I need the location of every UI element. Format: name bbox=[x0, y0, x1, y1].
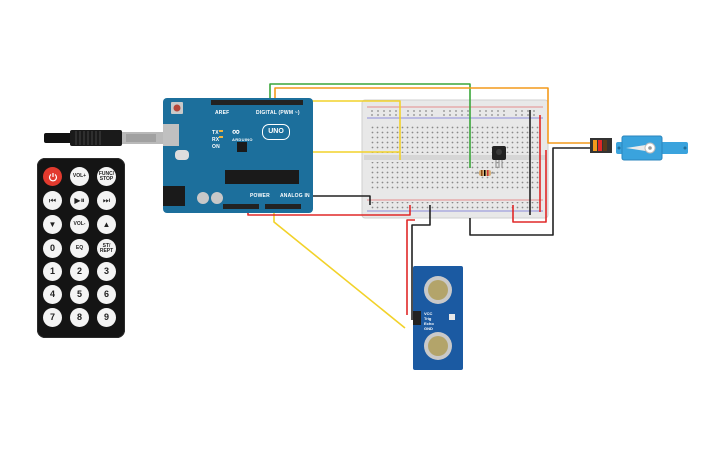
remote-2-button[interactable]: 2 bbox=[70, 262, 89, 281]
sensor-pin-echo: Echo bbox=[424, 321, 434, 326]
remote-0-button[interactable]: 0 bbox=[43, 239, 62, 258]
remote-play-pause-button[interactable]: ▶⏸ bbox=[70, 191, 89, 210]
wire-yellow-top bbox=[290, 100, 401, 160]
remote-eq-button[interactable]: EQ bbox=[70, 239, 89, 258]
sensor-pin-trig: Trig bbox=[424, 316, 432, 321]
wire-red-sensor bbox=[406, 219, 415, 315]
arduino-brand-label: ARDUINO bbox=[232, 137, 253, 142]
remote-1-button[interactable]: 1 bbox=[43, 262, 62, 281]
remote-5-button[interactable]: 5 bbox=[70, 285, 89, 304]
arduino-analog-label: ANALOG IN bbox=[280, 193, 310, 199]
arduino-aref-label: AREF bbox=[215, 110, 230, 116]
arduino-digital-label: DIGITAL (PWM ~) bbox=[256, 110, 300, 116]
wire-red-servo bbox=[512, 150, 547, 223]
sensor-pin-vcc: VCC bbox=[424, 311, 433, 316]
arduino-on-label: ON bbox=[212, 144, 220, 150]
remote-up-button[interactable]: ▲ bbox=[97, 215, 116, 234]
remote-4-button[interactable]: 4 bbox=[43, 285, 62, 304]
remote-power-button[interactable] bbox=[43, 167, 62, 186]
servo-motor[interactable] bbox=[616, 134, 688, 162]
wire-black-sensor bbox=[411, 205, 431, 320]
remote-3-button[interactable]: 3 bbox=[97, 262, 116, 281]
remote-func-stop-button[interactable]: FUNC/ STOP bbox=[97, 167, 116, 186]
arduino-power-label: POWER bbox=[250, 193, 270, 199]
breadboard-holes bbox=[371, 110, 535, 116]
remote-down-button[interactable]: ▼ bbox=[43, 215, 62, 234]
remote-7-button[interactable]: 7 bbox=[43, 308, 62, 327]
remote-prev-button[interactable]: ⏮ bbox=[43, 191, 62, 210]
arduino-details bbox=[163, 100, 303, 209]
wire-green bbox=[269, 83, 471, 168]
arduino-rx-label: RX bbox=[212, 137, 220, 143]
remote-next-button[interactable]: ⏭ bbox=[97, 191, 116, 210]
arduino-logo: ∞ bbox=[232, 126, 240, 138]
servo-connector bbox=[590, 138, 612, 153]
ultrasonic-details bbox=[413, 276, 455, 360]
ir-remote[interactable]: VOL+ FUNC/ STOP ⏮ ▶⏸ ⏭ ▼ VOL- ▲ 0 EQ ST/… bbox=[37, 158, 125, 338]
arduino-tx-label: TX bbox=[212, 130, 219, 136]
wire-black-breadboard bbox=[469, 147, 596, 236]
remote-9-button[interactable]: 9 bbox=[97, 308, 116, 327]
remote-6-button[interactable]: 6 bbox=[97, 285, 116, 304]
usb-cable bbox=[44, 130, 164, 146]
resistor[interactable] bbox=[475, 170, 495, 176]
wire-orange bbox=[274, 87, 596, 144]
remote-vol-down-button[interactable]: VOL- bbox=[70, 215, 89, 234]
power-icon bbox=[48, 172, 57, 181]
wire-yellow-sensor bbox=[273, 212, 406, 329]
remote-8-button[interactable]: 8 bbox=[70, 308, 89, 327]
arduino-model-badge: UNO bbox=[262, 124, 290, 140]
remote-st-rept-button[interactable]: ST/ REPT bbox=[97, 239, 116, 258]
sensor-pin-gnd: GND bbox=[424, 326, 433, 331]
remote-vol-up-button[interactable]: VOL+ bbox=[70, 167, 89, 186]
ir-receiver[interactable] bbox=[492, 146, 506, 168]
breadboard[interactable] bbox=[361, 99, 549, 219]
